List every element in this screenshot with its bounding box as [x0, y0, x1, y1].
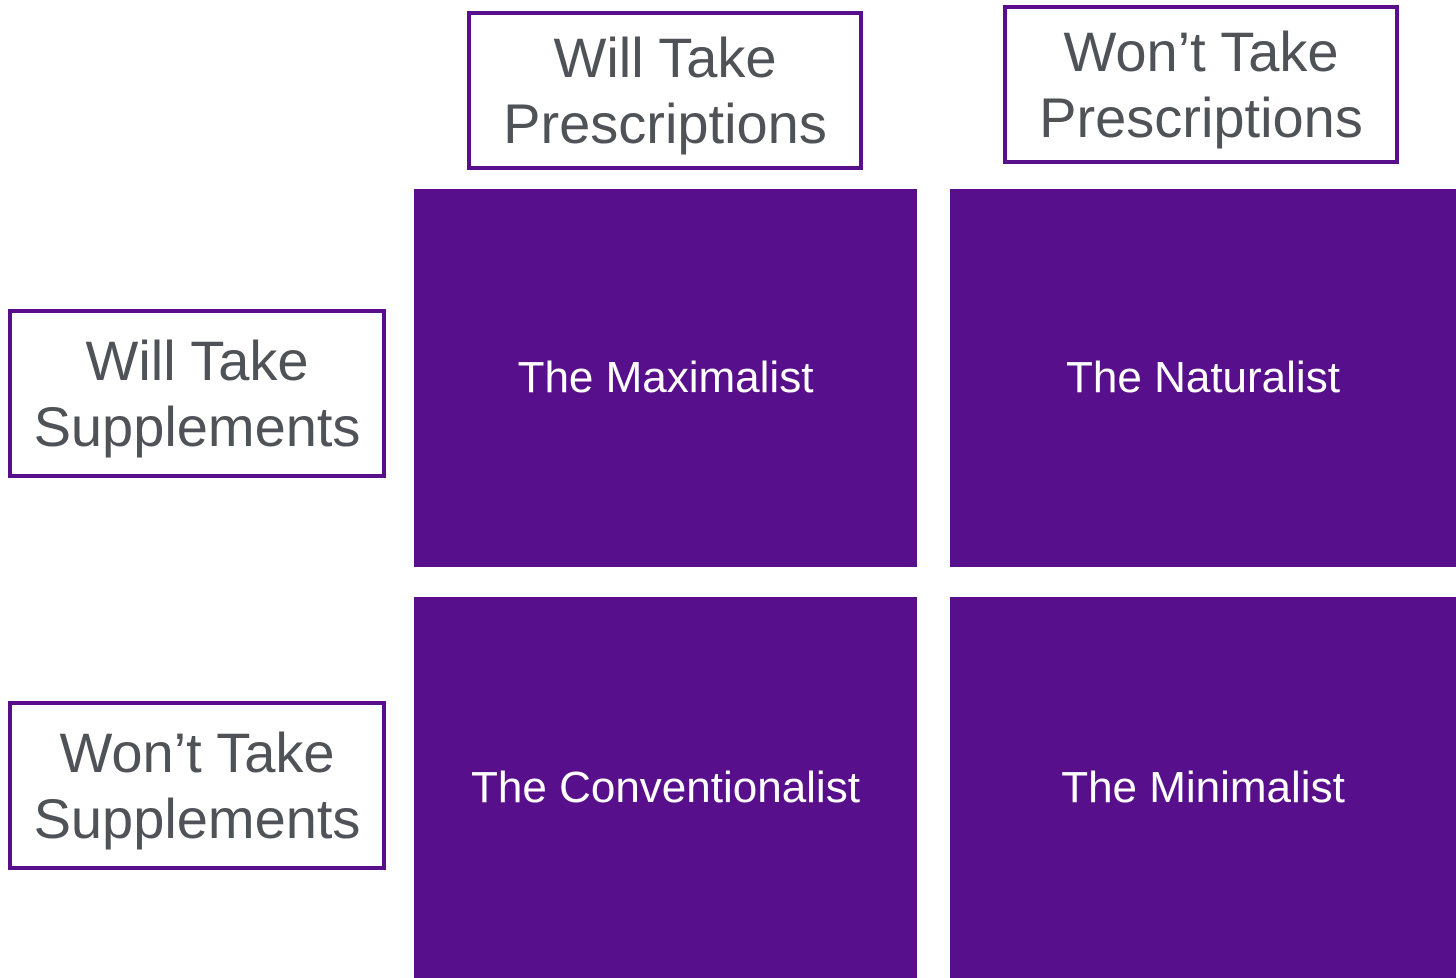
row-header-will-take-supplements: Will Take Supplements	[8, 309, 386, 478]
quadrant-maximalist: The Maximalist	[414, 189, 917, 567]
column-header-line2: Prescriptions	[503, 91, 827, 155]
column-header-line1: Will Take	[553, 25, 777, 89]
column-header-line1: Won’t Take	[1063, 19, 1339, 83]
quadrant-label: The Maximalist	[517, 353, 814, 402]
quadrant-conventionalist: The Conventionalist	[414, 597, 917, 978]
quadrant-minimalist: The Minimalist	[950, 597, 1456, 978]
quadrant-label: The Conventionalist	[471, 762, 860, 812]
column-header-wont-take-prescriptions: Won’t Take Prescriptions	[1003, 5, 1399, 164]
quadrant-naturalist: The Naturalist	[950, 189, 1456, 567]
quadrant-label: The Minimalist	[1061, 762, 1345, 812]
row-header-line1: Won’t Take	[59, 720, 335, 784]
quadrant-label: The Naturalist	[1066, 353, 1340, 402]
row-header-line2: Supplements	[33, 786, 361, 850]
row-header-line2: Supplements	[33, 394, 361, 458]
row-header-line1: Will Take	[85, 328, 309, 392]
column-header-will-take-prescriptions: Will Take Prescriptions	[467, 11, 863, 170]
column-header-line2: Prescriptions	[1039, 85, 1363, 149]
row-header-wont-take-supplements: Won’t Take Supplements	[8, 701, 386, 870]
